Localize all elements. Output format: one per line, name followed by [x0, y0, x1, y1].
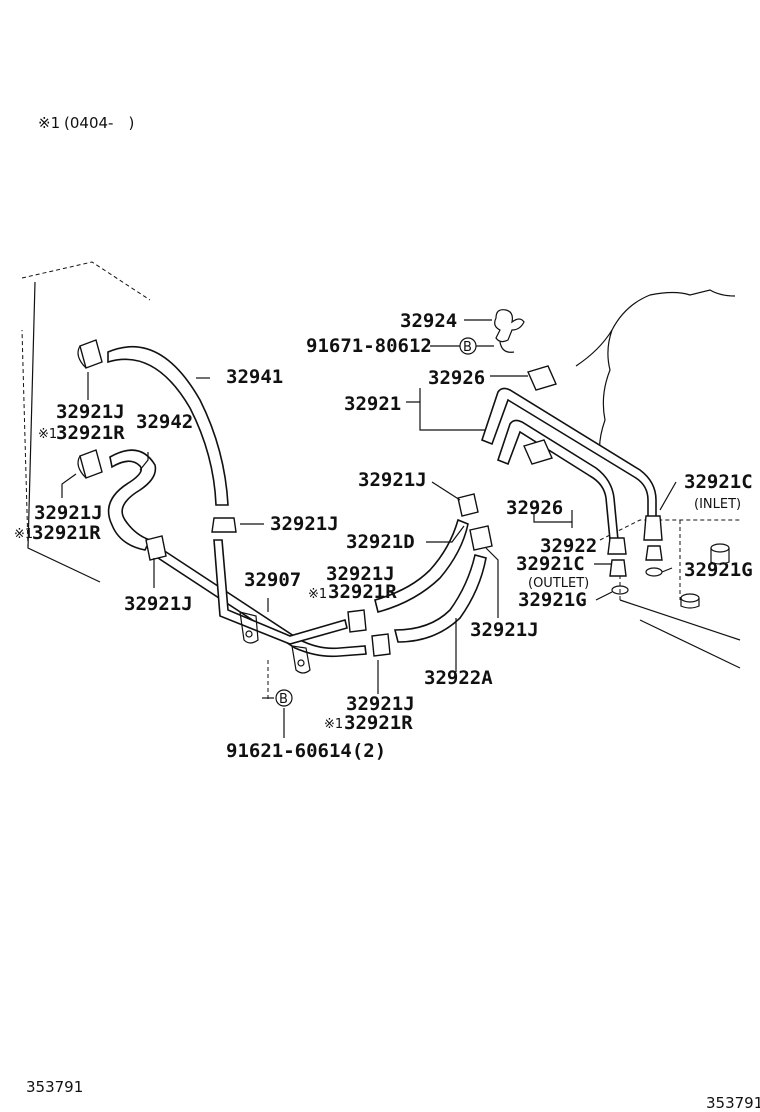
- clamp-32921J-c: [145, 535, 167, 561]
- label-inlet: (INLET): [694, 497, 741, 512]
- pipe-32907: [153, 546, 367, 658]
- hose-32942: [107, 449, 157, 551]
- label-32921C-inlet: 32921C: [684, 471, 753, 493]
- hose-32922A: [393, 554, 487, 643]
- label-32921J-b: 32921J: [34, 502, 103, 524]
- label-32921R-h: 32921R: [344, 712, 413, 734]
- label-32942: 32942: [136, 411, 193, 433]
- clamp-32921J-b: [77, 449, 103, 479]
- label-32921G-a: 32921G: [684, 559, 753, 581]
- label-32922: 32922: [540, 535, 597, 557]
- mark-a: ※1: [38, 427, 57, 442]
- body-outline-left: [21, 261, 151, 583]
- mark-e: ※1: [308, 587, 327, 602]
- tube-32922: [497, 419, 619, 541]
- mark-h: ※1: [324, 717, 343, 732]
- label-outlet: (OUTLET): [528, 576, 589, 591]
- tube-32921: [481, 387, 657, 519]
- label-32921J-g: 32921J: [470, 619, 539, 641]
- bracket-32907: [239, 611, 311, 700]
- bolt-b-mark-b: [275, 689, 293, 707]
- label-32921J-d: 32921J: [270, 513, 339, 535]
- label-32926-a: 32926: [428, 367, 485, 389]
- reference-number-left: 353791: [26, 1078, 83, 1096]
- label-32921: 32921: [344, 393, 401, 415]
- clamp-32921J-f: [457, 493, 479, 517]
- label-32921D: 32921D: [346, 531, 415, 553]
- bolt-b-text-a: B: [463, 340, 472, 355]
- mark-b: ※1: [14, 527, 33, 542]
- bolt-b-text-b: B: [279, 692, 288, 707]
- label-32921J-a: 32921J: [56, 401, 125, 423]
- label-32921J-f: 32921J: [358, 469, 427, 491]
- label-32921R-b: 32921R: [32, 522, 101, 544]
- label-32922A: 32922A: [424, 667, 493, 689]
- clip-32924: [494, 309, 525, 353]
- label-32921R-e: 32921R: [328, 581, 397, 603]
- label-91621-60614: 91621-60614(2): [226, 740, 386, 762]
- label-32907: 32907: [244, 569, 301, 591]
- label-32921J-h: 32921J: [346, 693, 415, 715]
- hose-32941: [107, 345, 229, 506]
- pipe-32907-upper: [213, 539, 348, 645]
- applicability-note: (0404- ): [64, 114, 134, 132]
- applicability-mark: ※1: [38, 114, 60, 132]
- reference-number-right: 353791: [706, 1094, 760, 1112]
- label-32921C-outlet: 32921C: [516, 553, 585, 575]
- label-32921J-e: 32921J: [326, 563, 395, 585]
- label-32921R-a: 32921R: [56, 422, 125, 444]
- sleeve-32926-a: [527, 365, 557, 391]
- clamp-32921J-h: [371, 633, 391, 657]
- hose-32921D: [374, 518, 469, 613]
- label-32921J-c: 32921J: [124, 593, 193, 615]
- leader-lines: [61, 319, 677, 738]
- label-91671-80612: 91671-80612: [306, 335, 432, 357]
- label-32941: 32941: [226, 366, 283, 388]
- clamp-32921J-d: [211, 517, 237, 533]
- fitting-32921C-inlet: [643, 515, 663, 577]
- clamp-32921J-e: [347, 609, 367, 633]
- fitting-32921C-outlet: [607, 537, 629, 595]
- label-32924: 32924: [400, 310, 457, 332]
- label-32921G-b: 32921G: [518, 589, 587, 611]
- clamp-32921J-g: [469, 525, 493, 551]
- label-32926-b: 32926: [506, 497, 563, 519]
- clamp-32921J-a: [77, 339, 103, 369]
- sleeve-32926-b: [523, 439, 553, 465]
